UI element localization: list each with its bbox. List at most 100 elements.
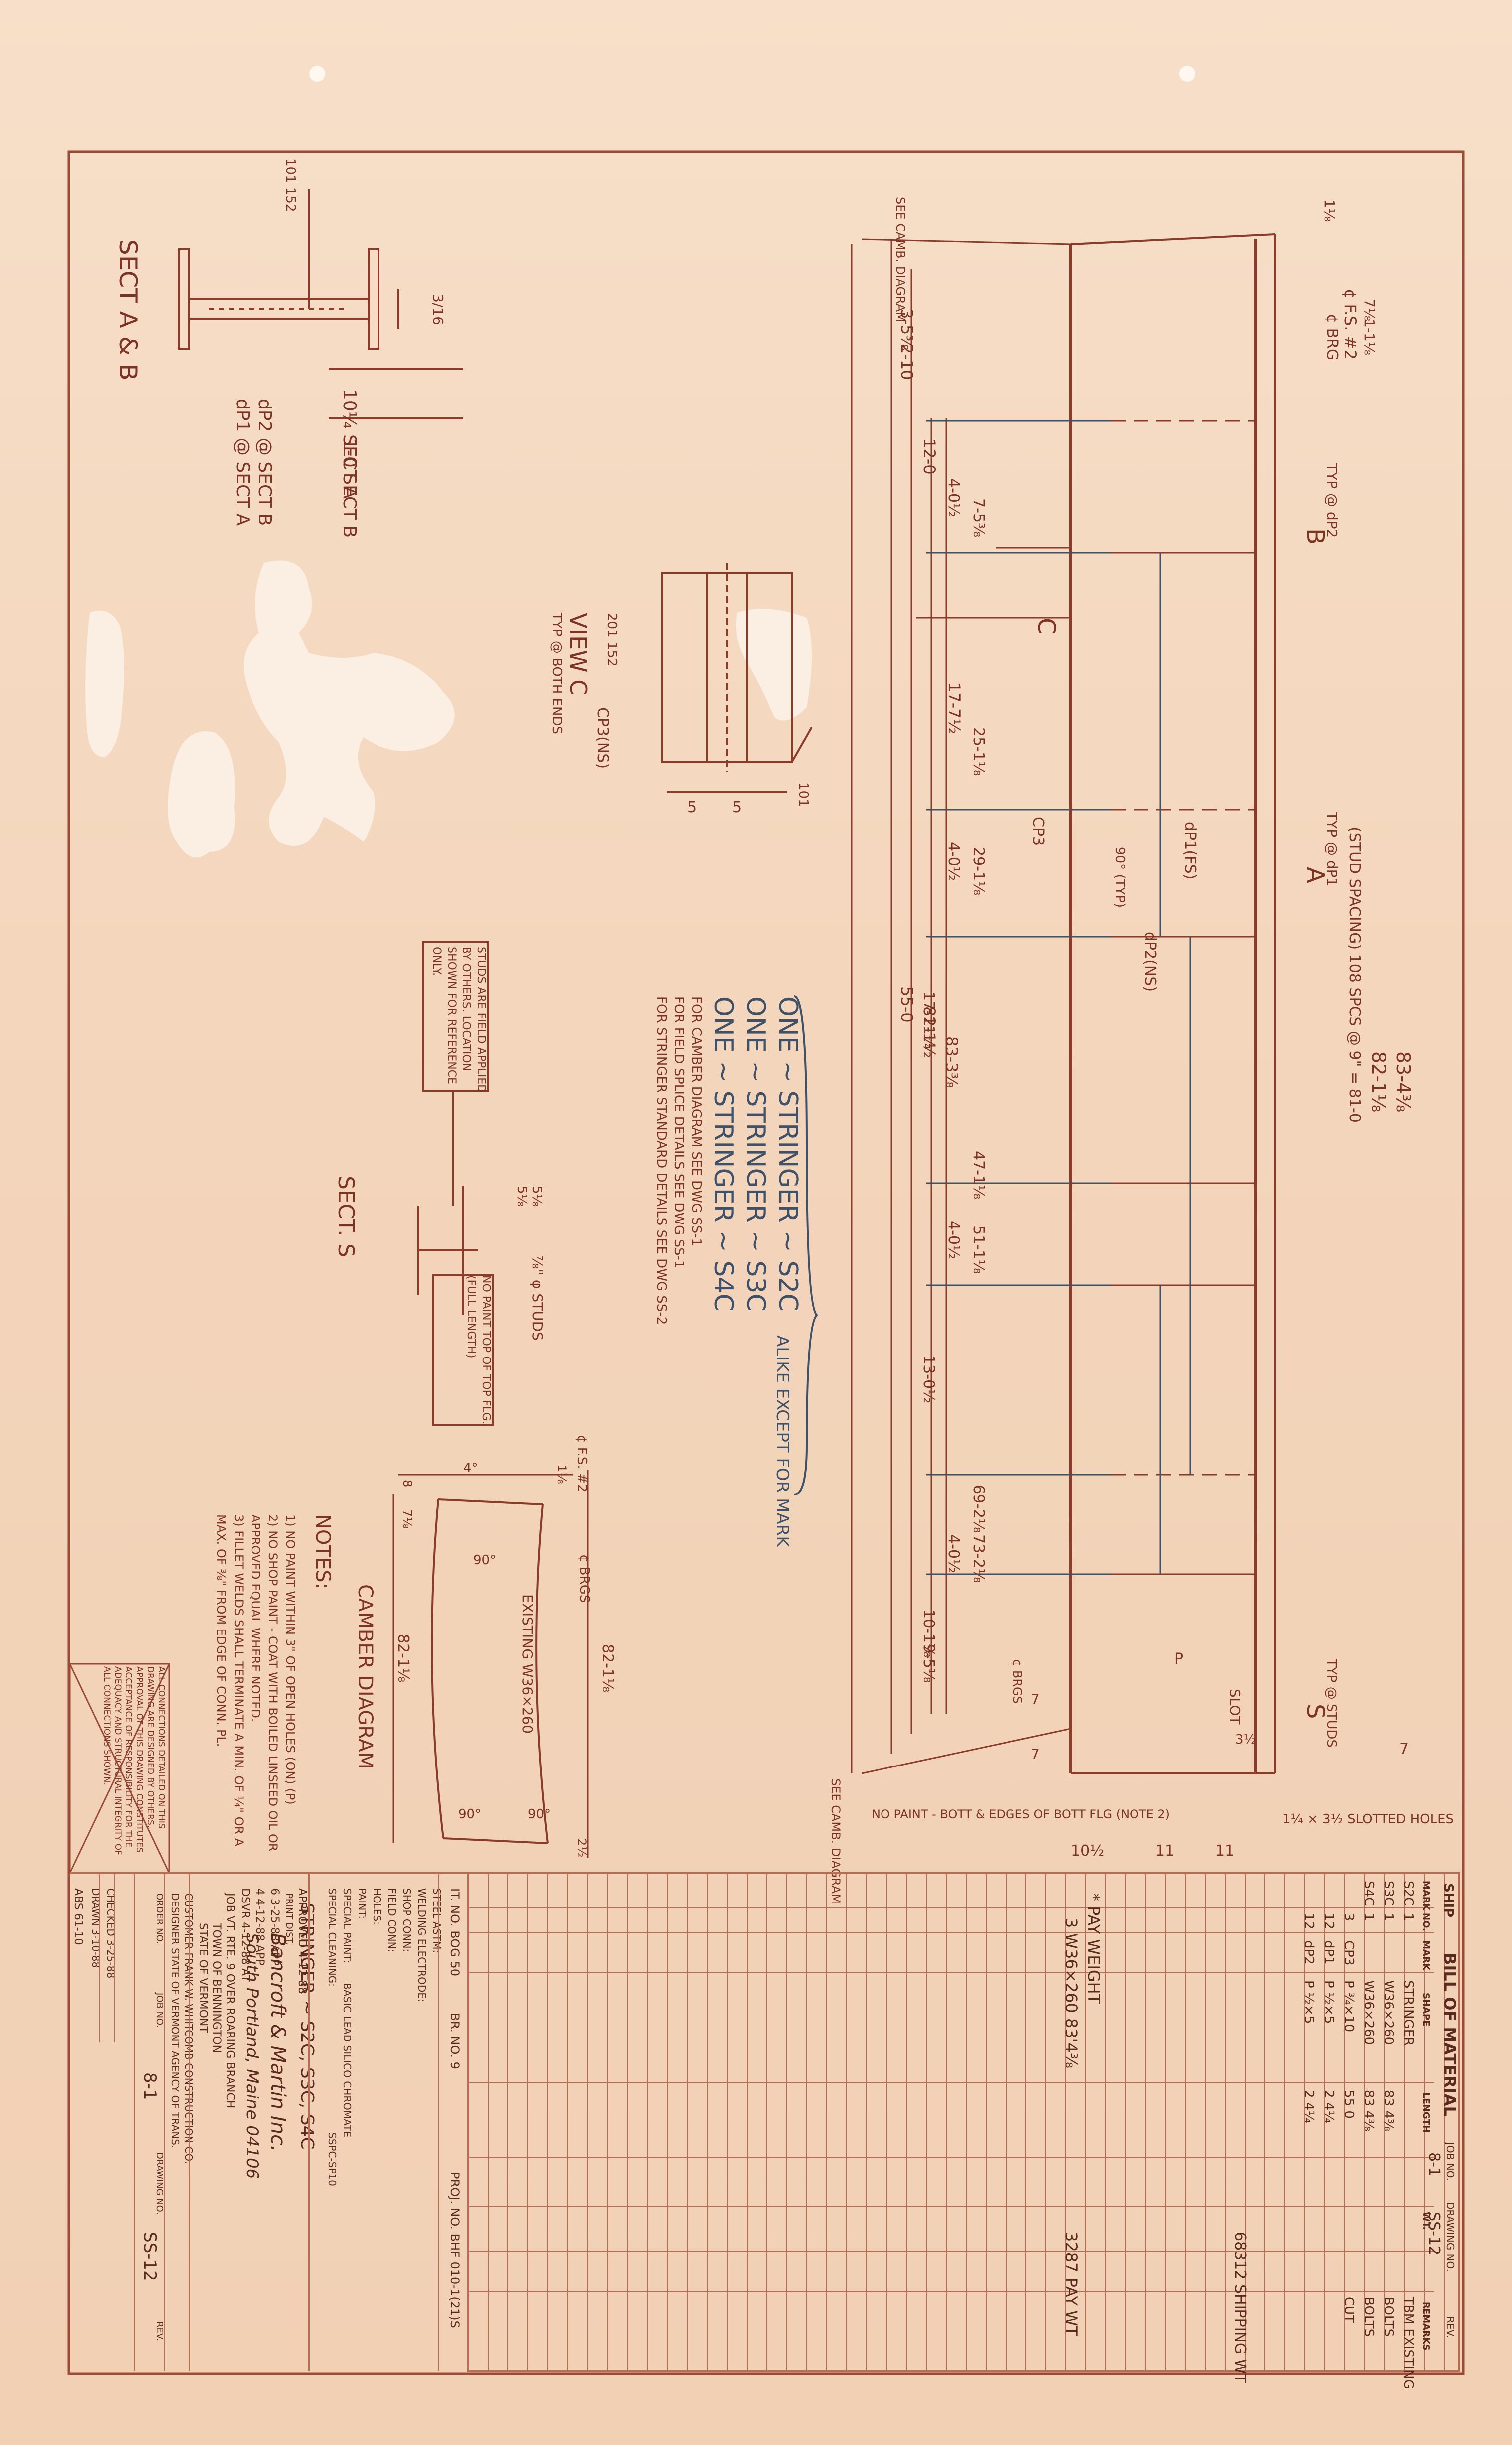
tb-rev-label: REV. (154, 2321, 165, 2341)
camber-misc-1: 1⅛ (555, 1465, 569, 1484)
no-paint-note: NO PAINT - BOTT & EDGES OF BOTT FLG (NOT… (872, 1807, 1170, 1821)
view-c-sub: TYP @ BOTH ENDS (549, 612, 564, 734)
bay-dim-11: 69-2⅛ (970, 1485, 987, 1533)
bom-header-7: REMARKS (1421, 2302, 1431, 2351)
bom-header-3: MARK (1421, 1940, 1431, 1971)
section-b-mark: B (1301, 528, 1329, 544)
bill-of-material-grid (467, 1872, 1460, 2372)
order-no-label: ORDER NO. (154, 1893, 165, 1944)
pay-weight-line: 3 W36×260 83'4⅜ (1062, 1918, 1081, 2068)
sect-s-dim-2: 5⅛ (529, 1186, 544, 1207)
bom-cell-mark: S3C (1381, 1881, 1396, 1906)
sect-ab-title: SECT A & B (114, 239, 142, 381)
camber-misc-2: 7⅛ (400, 1509, 414, 1529)
bom-cell-mark: S2C (1401, 1881, 1416, 1906)
left-dim-5: 55-0 (897, 986, 916, 1023)
bom-drawing-no: SS-12 (1425, 2212, 1443, 2255)
bom-cell-no: 1 (1401, 1913, 1416, 1921)
bom-cell-shape: P ½×5 (1301, 1980, 1316, 2024)
print-dist-label: PRINT DIST. (284, 1893, 294, 1945)
special-paint-value: BASIC LEAD SILICO CHROMATE (341, 1983, 353, 2137)
left-dim-6: 82-1½ (920, 1006, 939, 1058)
bill-of-material-text: BILL OF MATERIAL SHIP JOB NO. 8-1 DRAWIN… (1062, 1881, 1459, 2389)
br-no: BR. NO. 9 (448, 2013, 462, 2069)
bay-dim-8: 51-1⅛ (970, 1225, 987, 1274)
sect-s-dim-1: 5⅛ (514, 1186, 529, 1207)
end-dim: 7 (1399, 1740, 1409, 1758)
p-mark: P (1174, 1650, 1183, 1668)
bom-cell-shape: W36×260 (1361, 1980, 1376, 2045)
camber-angle-4: 90° (528, 1807, 551, 1822)
bom-cell-shape: STRINGER (1401, 1980, 1416, 2046)
camber-angle-2: 90° (473, 1553, 496, 1568)
top-dim-2: 7⅛ (1361, 299, 1378, 321)
disclaimer-stamp: ALL CONNECTIONS DETAILED ON THIS DRAWING… (69, 1663, 170, 1874)
stringer-line-2: ONE ~ STRINGER ~ S3C (741, 996, 770, 1312)
stud-spacing: (STUD SPACING) 108 SPCS @ 9" = 81-0 (1346, 827, 1363, 1123)
thickness-label: 3/16 (430, 294, 446, 325)
sect-s-title: SECT. S (333, 1176, 359, 1257)
left-dim-1: 3-5⅜ (897, 309, 916, 350)
revision-1: 6 3-25-88 APP (268, 1888, 281, 1965)
stringer-line-1: ONE ~ STRINGER ~ S2C (773, 996, 803, 1312)
bom-cell-remarks: TBM EXISTING (1401, 2296, 1416, 2389)
weld-symbol-label: 101 152 (283, 158, 298, 212)
notes-list: 1) NO PAINT WITHIN 3" OF OPEN HOLES (ON)… (214, 1514, 297, 1852)
bay-dimension-strings: 7-5⅜4-0½25-1⅛29-1⅛4-0½17-11¼47-1⅛51-1⅛4-… (920, 478, 987, 1683)
left-dim-3: 12-0 (920, 438, 939, 475)
camber-dim-2: 82-1⅛ (599, 1644, 616, 1692)
bom-job-label: JOB NO. (1444, 2141, 1456, 2181)
cfs-label: ¢ F.S. #2 (1341, 289, 1360, 360)
bom-cell-remarks: BOLTS (1381, 2297, 1396, 2337)
bay-dim-6: 17-11¼ (920, 991, 937, 1049)
bom-header-4: SHAPE (1421, 1993, 1431, 2026)
special-cleaning: SPECIAL CLEANING: (326, 1888, 338, 1987)
view-c-weld-2: 101 (796, 782, 811, 807)
stringer-note-3: FOR STRINGER STANDARD DETAILS SEE DWG SS… (654, 996, 669, 1325)
pay-weight-total: 3287 PAY WT (1062, 2232, 1081, 2336)
stringer-elevation (851, 233, 1276, 1774)
bom-ship: SHIP (1441, 1883, 1456, 1917)
camber-dim-1: 82-1⅛ (394, 1634, 412, 1682)
angle-typ: 90° (TYP) (1112, 847, 1127, 908)
sect-s-text: SECT. S ⅞" φ STUDS 5⅛ 5⅛ STUDS ARE FIELD… (333, 947, 546, 1424)
note-2: 2) NO SHOP PAINT - COAT WITH BOILED LINS… (249, 1514, 280, 1852)
slot-label: SLOT (1227, 1689, 1243, 1725)
bom-cell-length: 83 4⅜ (1381, 2090, 1396, 2131)
tb-drawing-no: SS-12 (140, 2232, 160, 2281)
designer: DESIGNER STATE OF VERMONT AGENCY OF TRAN… (169, 1893, 181, 2148)
camber-misc-4: 2½ (575, 1838, 589, 1858)
bom-cell-no: 12 (1321, 1913, 1336, 1929)
bay-dim-10: 13-0½ (920, 1355, 937, 1403)
stringer-marks: ONE ~ STRINGER ~ S2C ONE ~ STRINGER ~ S3… (654, 995, 818, 1548)
alike-except: ALIKE EXCEPT FOR MARK (772, 1335, 792, 1548)
see-camb-top: SEE CAMB. DIAGRAM (893, 197, 907, 322)
dp1-typ: TYP @ dP1 (1324, 812, 1340, 886)
bom-cell-mark: S4C (1361, 1881, 1376, 1906)
bottom-dim-2: 11 (1155, 1842, 1174, 1860)
camber-text: CAMBER DIAGRAM EXISTING W36×260 82-1⅛ 82… (354, 1435, 616, 1858)
left-dim-4: 17-7½ (945, 682, 964, 734)
camber-misc-3: 8 (400, 1480, 414, 1487)
title-block-grid (70, 1872, 468, 2371)
bom-cell-shape: W36×260 (1381, 1980, 1396, 2045)
stringer-note-1: FOR CAMBER DIAGRAM SEE DWG SS-1 (689, 996, 704, 1246)
sect-ab-text: SECT A & B 101 152 10¼ SECT A 1-0 SECT B… (114, 158, 446, 538)
sect-s-studs: ⅞" φ STUDS (529, 1255, 546, 1341)
disclaimer-text: ALL CONNECTIONS DETAILED ON THIS DRAWING… (101, 1666, 166, 1855)
top-dim-3: 1-1⅛ (1361, 319, 1378, 355)
notes-title: NOTES: (311, 1514, 334, 1589)
sect-s-detail (417, 941, 494, 1426)
camber-angle-3: 90° (458, 1807, 481, 1822)
field-conn: FIELD CONN: (386, 1888, 398, 1952)
item-title: STRINGER ~ S2C, S3C, S4C (297, 1903, 317, 2150)
punch-hole (309, 66, 325, 82)
bom-cell-no: 3 (1341, 1913, 1356, 1921)
bom-cell-length: 55 0 (1341, 2090, 1356, 2119)
bom-header-1: MARK (1421, 1881, 1431, 1911)
bom-cell-length: 83 4⅜ (1361, 2090, 1376, 2131)
bay-dim-1: 7-5⅜ (970, 498, 987, 537)
steel-astm: STEEL ASTM: (431, 1888, 443, 1953)
sect-a-dim: 10¼ SECT A (339, 389, 360, 499)
